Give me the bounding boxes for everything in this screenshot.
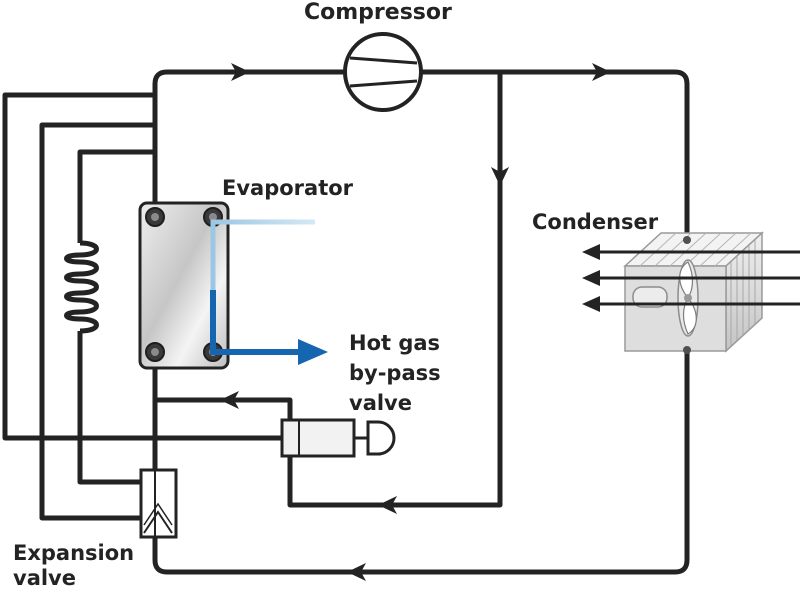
flow-arrow-icon	[491, 167, 509, 186]
discharge-line	[152, 69, 345, 205]
flow-arrow-icon	[378, 496, 397, 514]
condenser-label: Condenser	[532, 210, 659, 234]
flow-arrows	[220, 63, 611, 581]
flow-arrow-icon	[347, 563, 366, 581]
coil-icon	[64, 240, 99, 338]
hot-gas-label-line3: valve	[349, 391, 412, 415]
outer-pilot-line	[2, 92, 282, 441]
expansion-label-line2: valve	[13, 566, 76, 590]
hot-gas-bypass-valve-icon	[280, 418, 396, 458]
flow-arrow-icon	[592, 63, 611, 81]
bypass-branch-line	[287, 72, 503, 508]
fan-icon	[677, 259, 699, 337]
refrigerant-pipes	[2, 69, 690, 575]
compressor-icon	[343, 32, 423, 112]
liquid-return-line	[152, 350, 690, 575]
condenser-icon	[623, 231, 764, 354]
hot-gas-label-line2: by-pass	[349, 361, 441, 385]
bypass-outlet-line	[155, 397, 293, 420]
evaporator-icon	[138, 201, 230, 370]
expansion-valve-icon	[139, 468, 178, 539]
evaporator-label: Evaporator	[222, 176, 354, 200]
compressor-label: Compressor	[304, 0, 452, 25]
hot-stream-icon	[210, 290, 328, 365]
middle-pilot-line	[39, 122, 155, 521]
air-flow-arrows	[582, 244, 800, 312]
discharge-to-condenser-line	[420, 69, 690, 235]
flow-arrow-icon	[220, 391, 239, 409]
expansion-label-line1: Expansion	[13, 541, 135, 565]
hot-gas-label-line1: Hot gas	[349, 331, 441, 355]
flow-arrow-icon	[231, 63, 250, 81]
inner-pilot-line-lower	[77, 338, 141, 485]
inner-pilot-line	[77, 149, 155, 243]
